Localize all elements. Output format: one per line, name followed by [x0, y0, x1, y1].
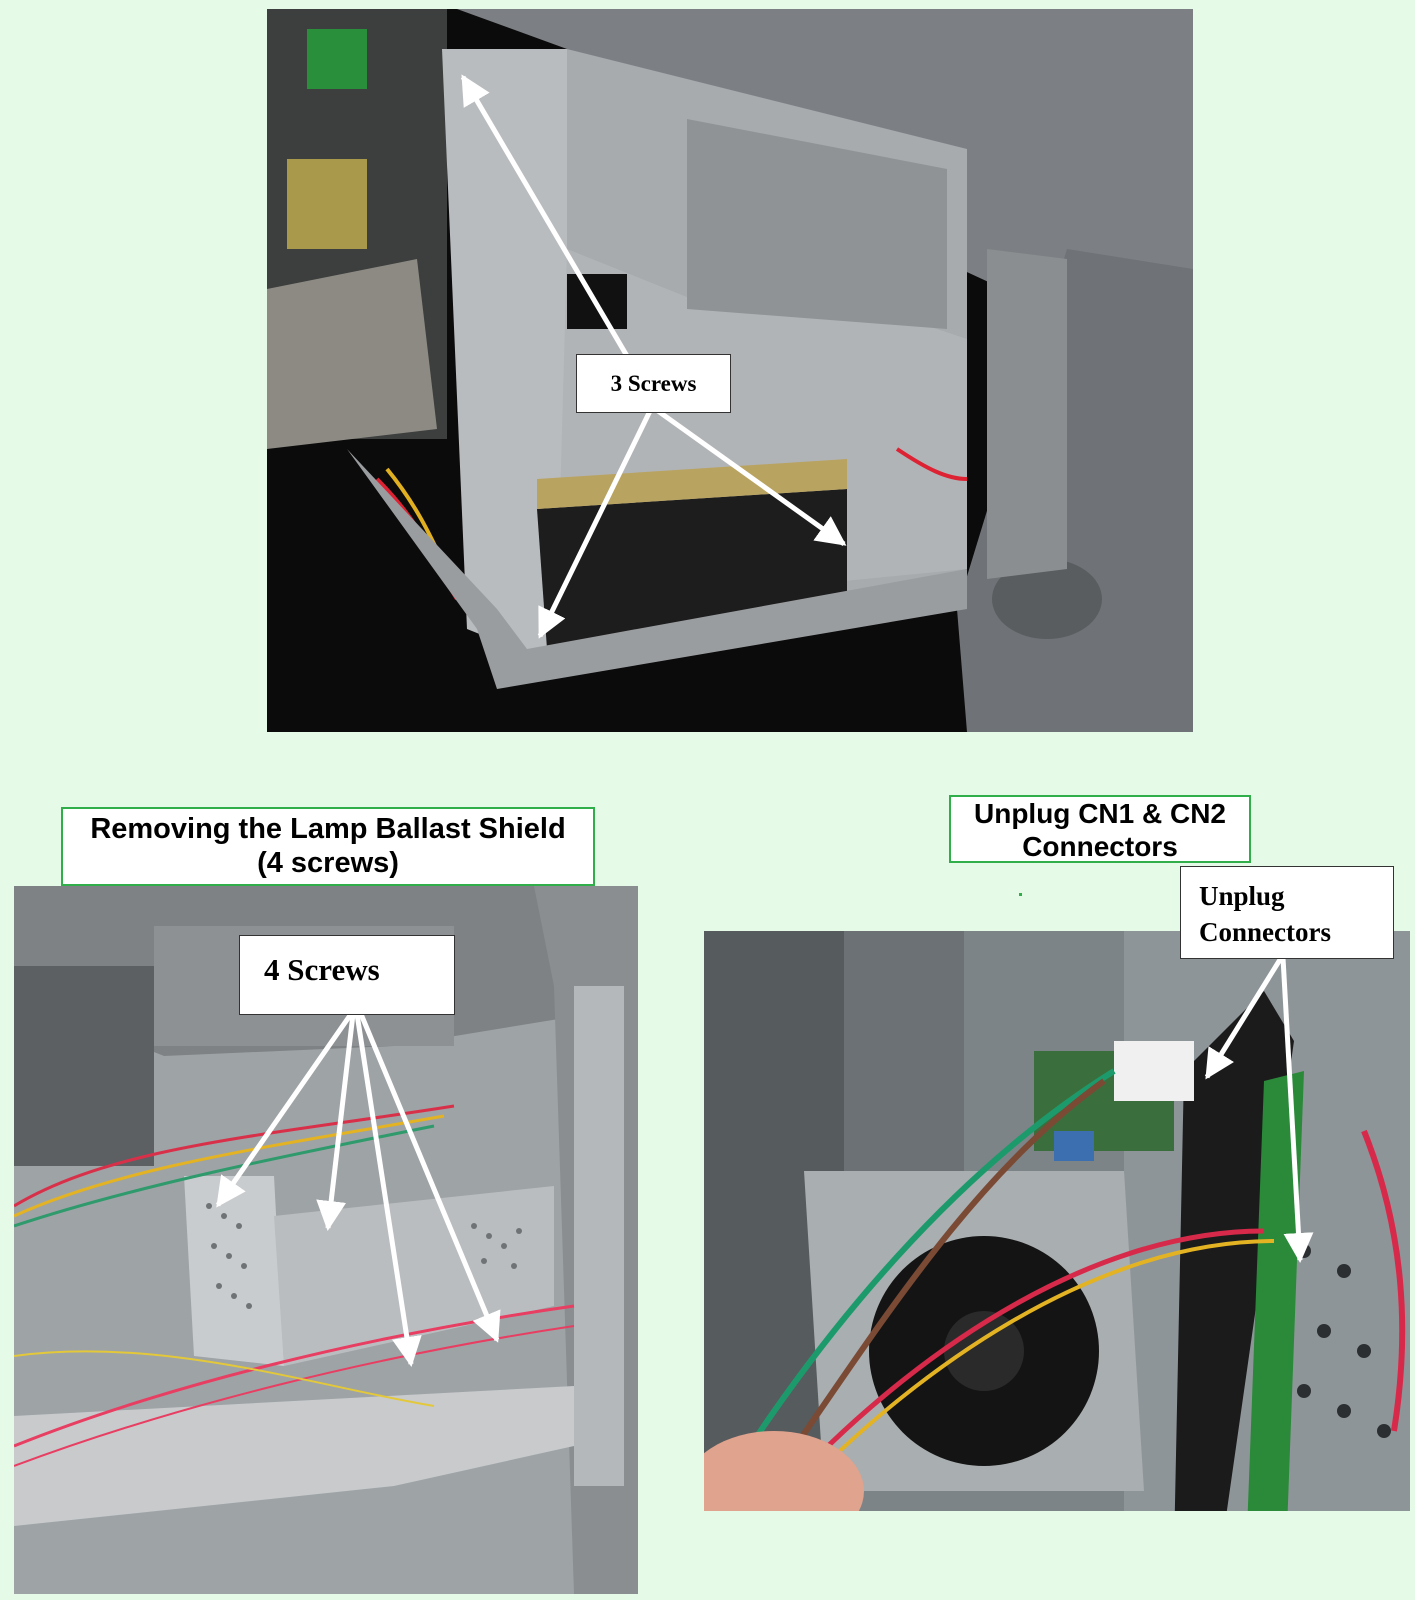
section-title-connectors: Unplug CN1 & CN2 Connectors [949, 795, 1251, 863]
title-line-2: (4 screws) [257, 847, 399, 880]
callout-4-screws: 4 Screws [239, 935, 455, 1015]
section-title-ballast-shield: Removing the Lamp Ballast Shield (4 scre… [61, 807, 595, 886]
green-dot [1019, 893, 1022, 896]
connector-board-illustration [704, 931, 1410, 1511]
title-line-1: Removing the Lamp Ballast Shield [90, 813, 566, 845]
photo-connectors [704, 931, 1410, 1511]
callout-unplug-connectors: Unplug Connectors [1180, 866, 1394, 959]
callout-3-screws: 3 Screws [576, 354, 731, 413]
title-line-1: Unplug CN1 & CN2 [974, 798, 1226, 829]
callout-line-2: Connectors [1199, 916, 1331, 947]
title-line-2: Connectors [1022, 831, 1178, 863]
callout-line-1: Unplug [1199, 881, 1285, 911]
